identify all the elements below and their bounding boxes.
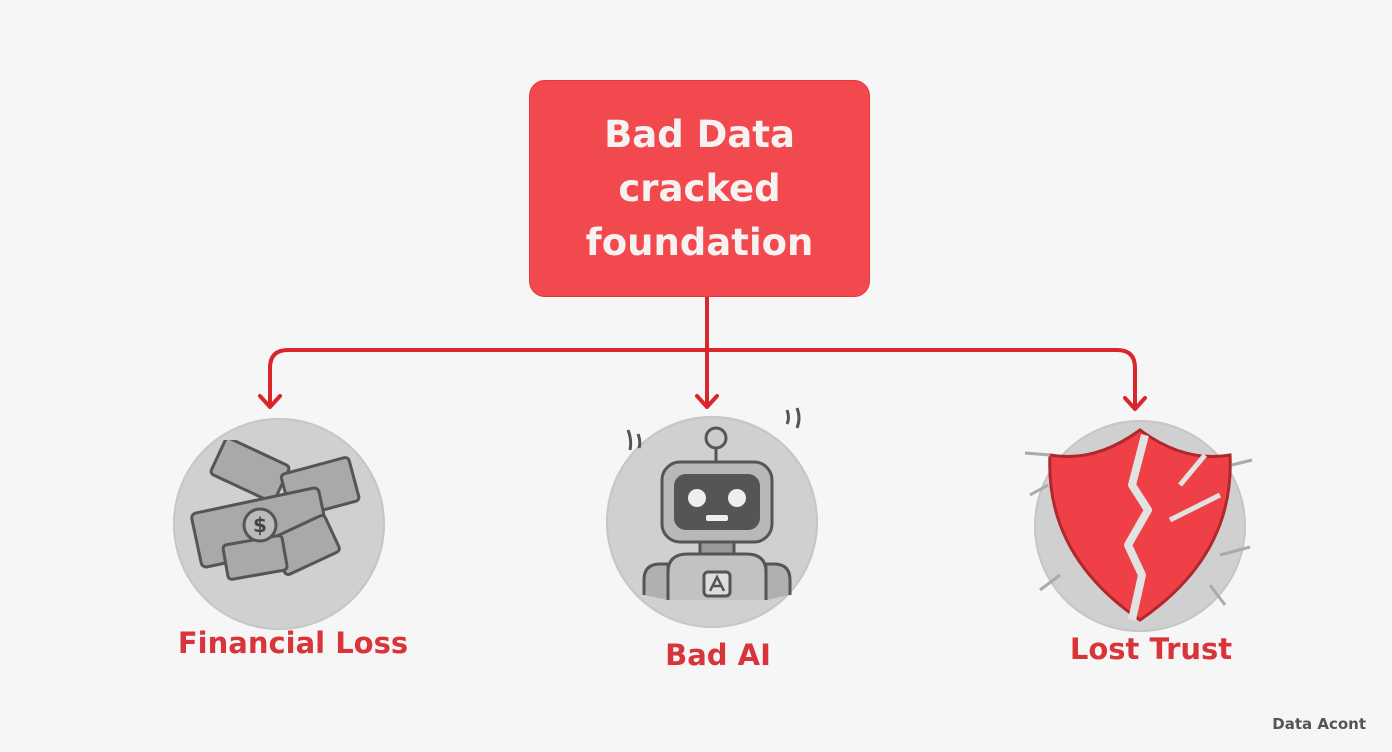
svg-text:$: $ (253, 513, 267, 537)
lost-trust-label: Lost Trust (1069, 632, 1233, 666)
root-node-bad-data: Bad Data cracked foundation (529, 80, 870, 297)
money-stack-icon: $ (190, 440, 361, 581)
financial-loss-label: Financial Loss (177, 626, 409, 660)
connector-horizontal (268, 348, 1137, 409)
arrow-head-left (258, 394, 282, 409)
root-node-label: Bad Data cracked foundation (585, 112, 814, 264)
cracked-shield-icon (1024, 428, 1253, 622)
arrow-head-center (695, 394, 719, 409)
bad-ai-label: Bad AI (665, 638, 771, 672)
arrow-head-right (1123, 396, 1147, 411)
robot-icon (626, 407, 801, 600)
credit-watermark: Data Acont (1272, 715, 1366, 733)
